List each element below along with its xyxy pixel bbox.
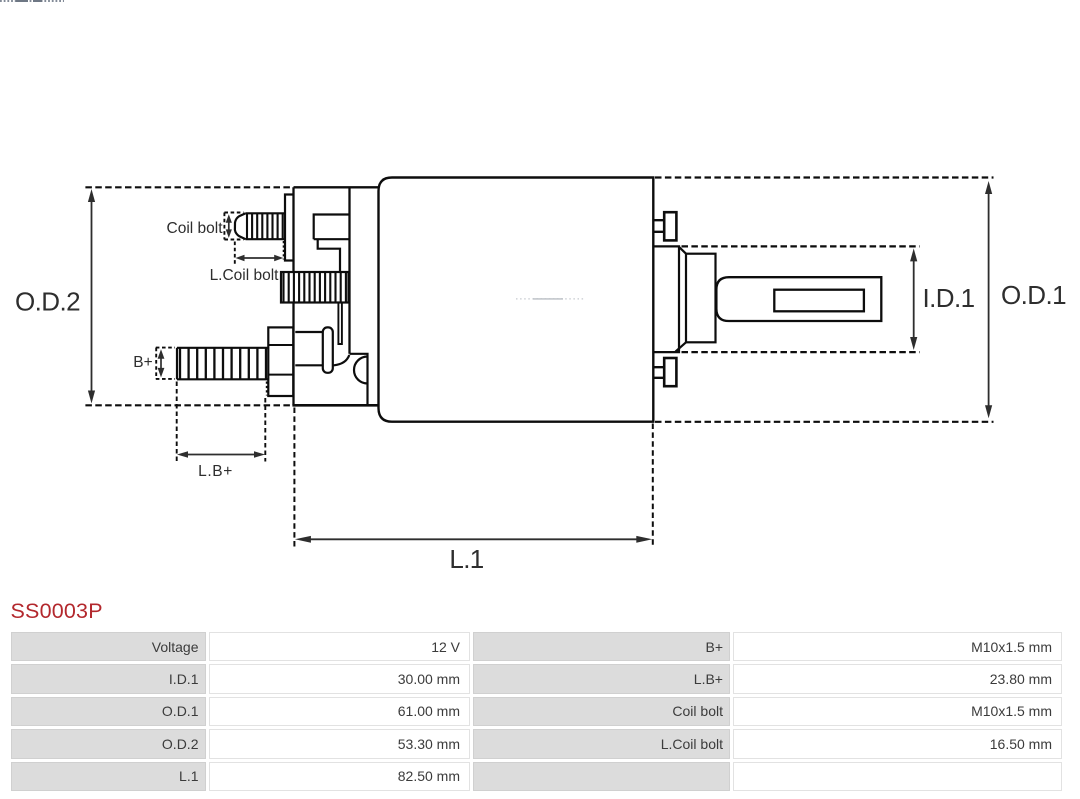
svg-text:L.1: L.1 (449, 544, 483, 574)
svg-text:B+: B+ (133, 354, 152, 371)
svg-text:L.Coil bolt: L.Coil bolt (210, 267, 280, 284)
svg-text:O.D.1: O.D.1 (1001, 280, 1066, 310)
svg-text:L.B+: L.B+ (198, 463, 233, 480)
svg-text:I.D.1: I.D.1 (923, 283, 975, 313)
svg-text:Coil bolt: Coil bolt (167, 220, 224, 237)
svg-text:O.D.2: O.D.2 (15, 286, 80, 316)
